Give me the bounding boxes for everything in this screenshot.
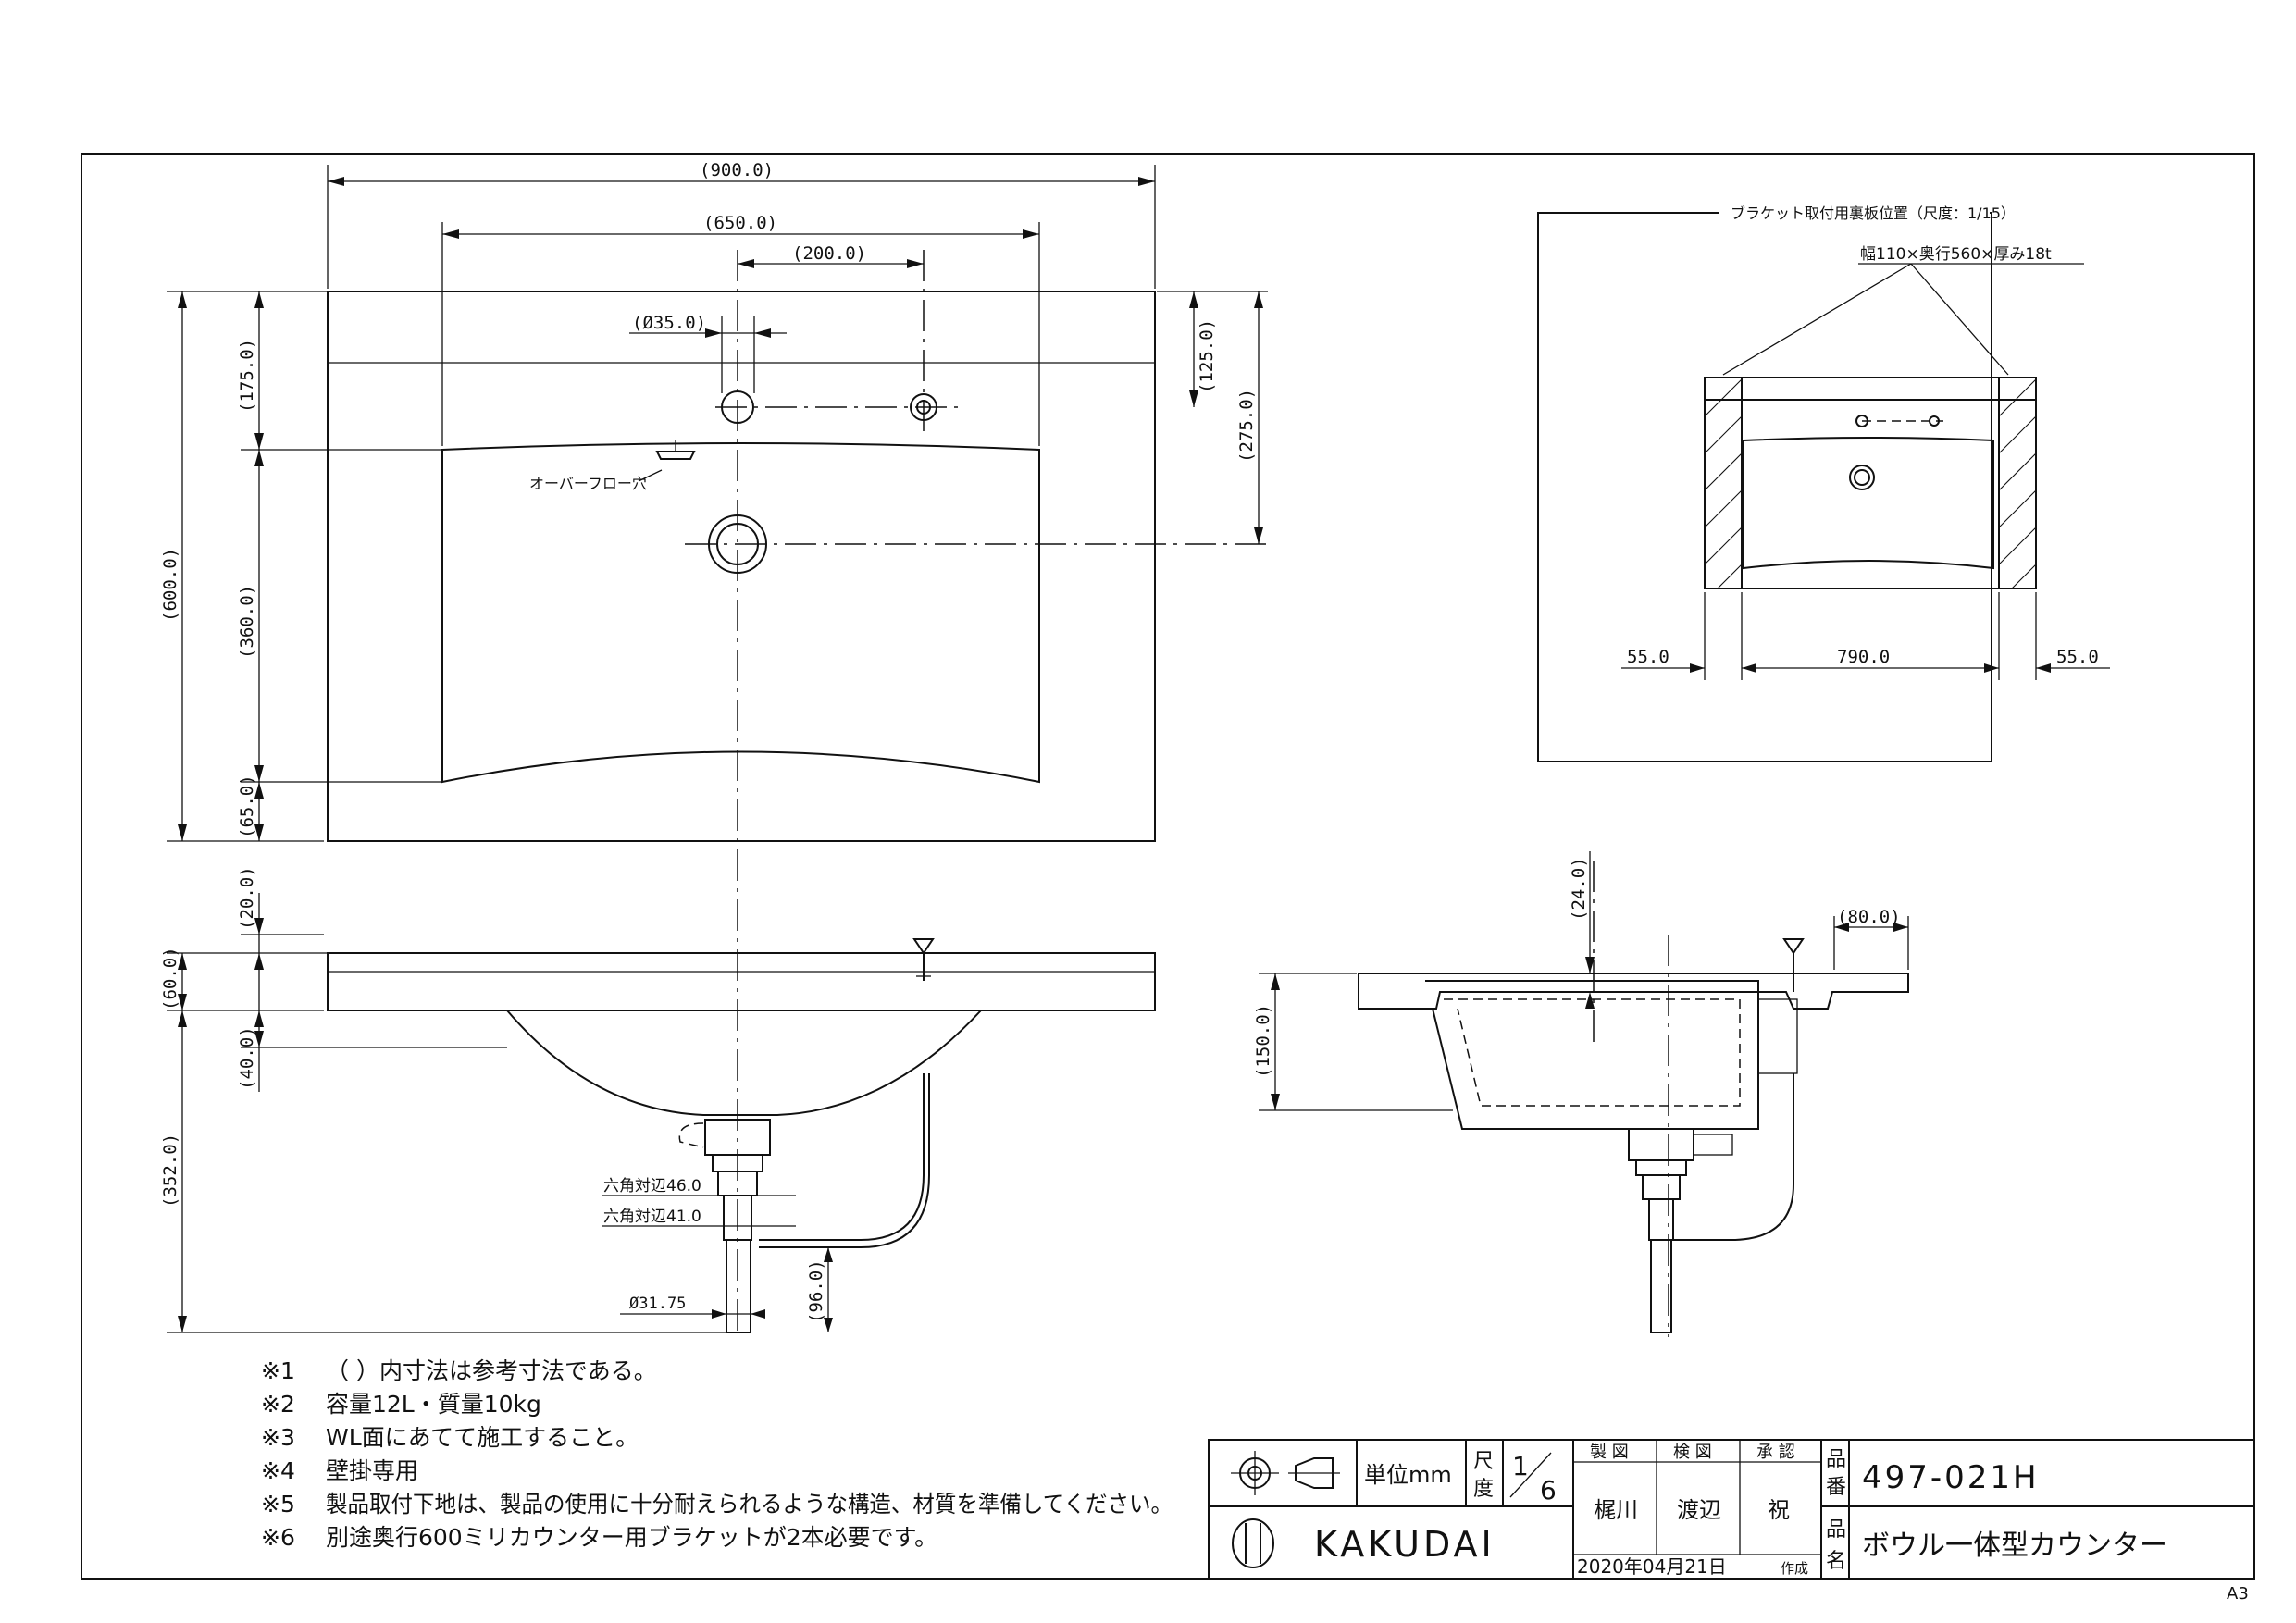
dim-150: (150.0): [1253, 1004, 1273, 1078]
dim-900: (900.0): [700, 160, 774, 180]
dim-60: (60.0): [160, 947, 180, 1010]
product-name: ボウル一体型カウンター: [1862, 1530, 2167, 1562]
dim-600: (600.0): [160, 548, 180, 622]
counter-outline: [327, 291, 1156, 842]
bracket-inset: ブラケット取付用裏板位置（尺度：1/15） 幅110×奥行560×厚み18t 5: [1537, 204, 2110, 762]
title-block: 単位mm 尺 度 1 6 製 図 検 図 承 認 梶川 渡辺 祝 2020年04…: [1208, 1439, 2255, 1580]
notes: ※1 （ ）内寸法は参考寸法である。 ※2 容量12L・質量10kg ※3 WL…: [261, 1357, 1173, 1551]
counter-front: [327, 952, 1156, 1011]
note-3-mark: ※3: [261, 1424, 295, 1451]
scale-den: 6: [1540, 1475, 1557, 1505]
approved-header: 承 認: [1756, 1443, 1795, 1462]
part-number: 497-021H: [1862, 1459, 2040, 1496]
dim-20: (20.0): [237, 866, 257, 930]
note-6-text: 別途奥行600ミリカウンター用ブラケットが2本必要です。: [326, 1524, 937, 1551]
faucet-hole-2: [910, 393, 937, 421]
pn-label-2: 番: [1826, 1476, 1846, 1499]
dim-24: (24.0): [1569, 857, 1589, 921]
inset-dim-center: 790.0: [1837, 647, 1890, 667]
note-6-mark: ※6: [261, 1524, 295, 1551]
sheet-size: A3: [2227, 1584, 2249, 1604]
pn-label-1: 品: [1826, 1448, 1846, 1471]
note-1-mark: ※1: [261, 1357, 295, 1384]
checked-by: 渡辺: [1677, 1497, 1721, 1523]
plan-view: オーバーフロー穴 (900.0) (650.0) (200.0) (Ø35.0)…: [160, 160, 1268, 1332]
dim-d3175: Ø31.75: [629, 1295, 686, 1313]
unit-label: 単位mm: [1364, 1462, 1452, 1488]
inset-dim-left: 55.0: [1627, 647, 1669, 667]
drawn-by: 梶川: [1594, 1497, 1638, 1523]
date-suffix: 作成: [1781, 1560, 1808, 1577]
overflow-label: オーバーフロー穴: [529, 475, 647, 492]
dim-40: (40.0): [237, 1026, 257, 1090]
kakudai-logo-icon: [1232, 1518, 1274, 1568]
inset-title: ブラケット取付用裏板位置（尺度：1/15）: [1731, 204, 2016, 222]
dim-360: (360.0): [237, 585, 257, 659]
dim-65: (65.0): [237, 774, 257, 838]
scale-num: 1: [1512, 1451, 1529, 1481]
side-view: (24.0) (80.0) (150.0): [1253, 851, 1909, 1337]
drain-outer: [708, 514, 767, 574]
dim-96: (96.0): [806, 1259, 826, 1323]
note-4-text: 壁掛専用: [326, 1457, 418, 1484]
dim-hex46: 六角対辺46.0: [603, 1177, 701, 1196]
note-3-text: WL面にあてて施工すること。: [326, 1424, 639, 1451]
dim-352: (352.0): [160, 1134, 180, 1208]
dim-80: (80.0): [1837, 907, 1901, 927]
faucet-hole: [721, 390, 754, 424]
basin-front: [506, 1010, 982, 1116]
dim-hex41: 六角対辺41.0: [603, 1208, 701, 1226]
note-5-mark: ※5: [261, 1491, 295, 1518]
note-2-text: 容量12L・質量10kg: [326, 1391, 541, 1418]
dim-650: (650.0): [703, 213, 777, 233]
dim-175: (175.0): [237, 339, 257, 413]
inset-dim-right: 55.0: [2056, 647, 2099, 667]
scale-label-2: 度: [1473, 1478, 1494, 1501]
note-2-mark: ※2: [261, 1391, 295, 1418]
counter-side: [1358, 973, 1909, 1010]
name-label-2: 名: [1826, 1550, 1846, 1573]
inset-board-spec: 幅110×奥行560×厚み18t: [1860, 245, 2052, 264]
note-5-text: 製品取付下地は、製品の使用に十分耐えられるような構造、材質を準備してください。: [326, 1491, 1173, 1518]
approved-by: 祝: [1768, 1497, 1790, 1523]
dim-275: (275.0): [1236, 389, 1257, 463]
note-4-mark: ※4: [261, 1457, 295, 1484]
projection-symbol-icon: [1231, 1451, 1340, 1495]
drawing-frame: [81, 153, 2255, 1580]
dim-125: (125.0): [1197, 319, 1217, 393]
checked-header: 検 図: [1673, 1443, 1712, 1462]
drawing-date: 2020年04月21日: [1577, 1555, 1727, 1578]
bowl-outline: [441, 442, 1040, 784]
dim-200: (200.0): [792, 243, 866, 264]
name-label-1: 品: [1826, 1518, 1846, 1542]
note-1-text: （ ）内寸法は参考寸法である。: [326, 1357, 657, 1384]
front-view: (20.0) (40.0) (60.0) (352.0) 六角対辺46.0 六角…: [160, 866, 1156, 1333]
brand-name: KAKUDAI: [1314, 1524, 1496, 1565]
drawn-header: 製 図: [1590, 1443, 1629, 1462]
dim-d35: (Ø35.0): [632, 313, 706, 333]
scale-label-1: 尺: [1473, 1450, 1494, 1473]
